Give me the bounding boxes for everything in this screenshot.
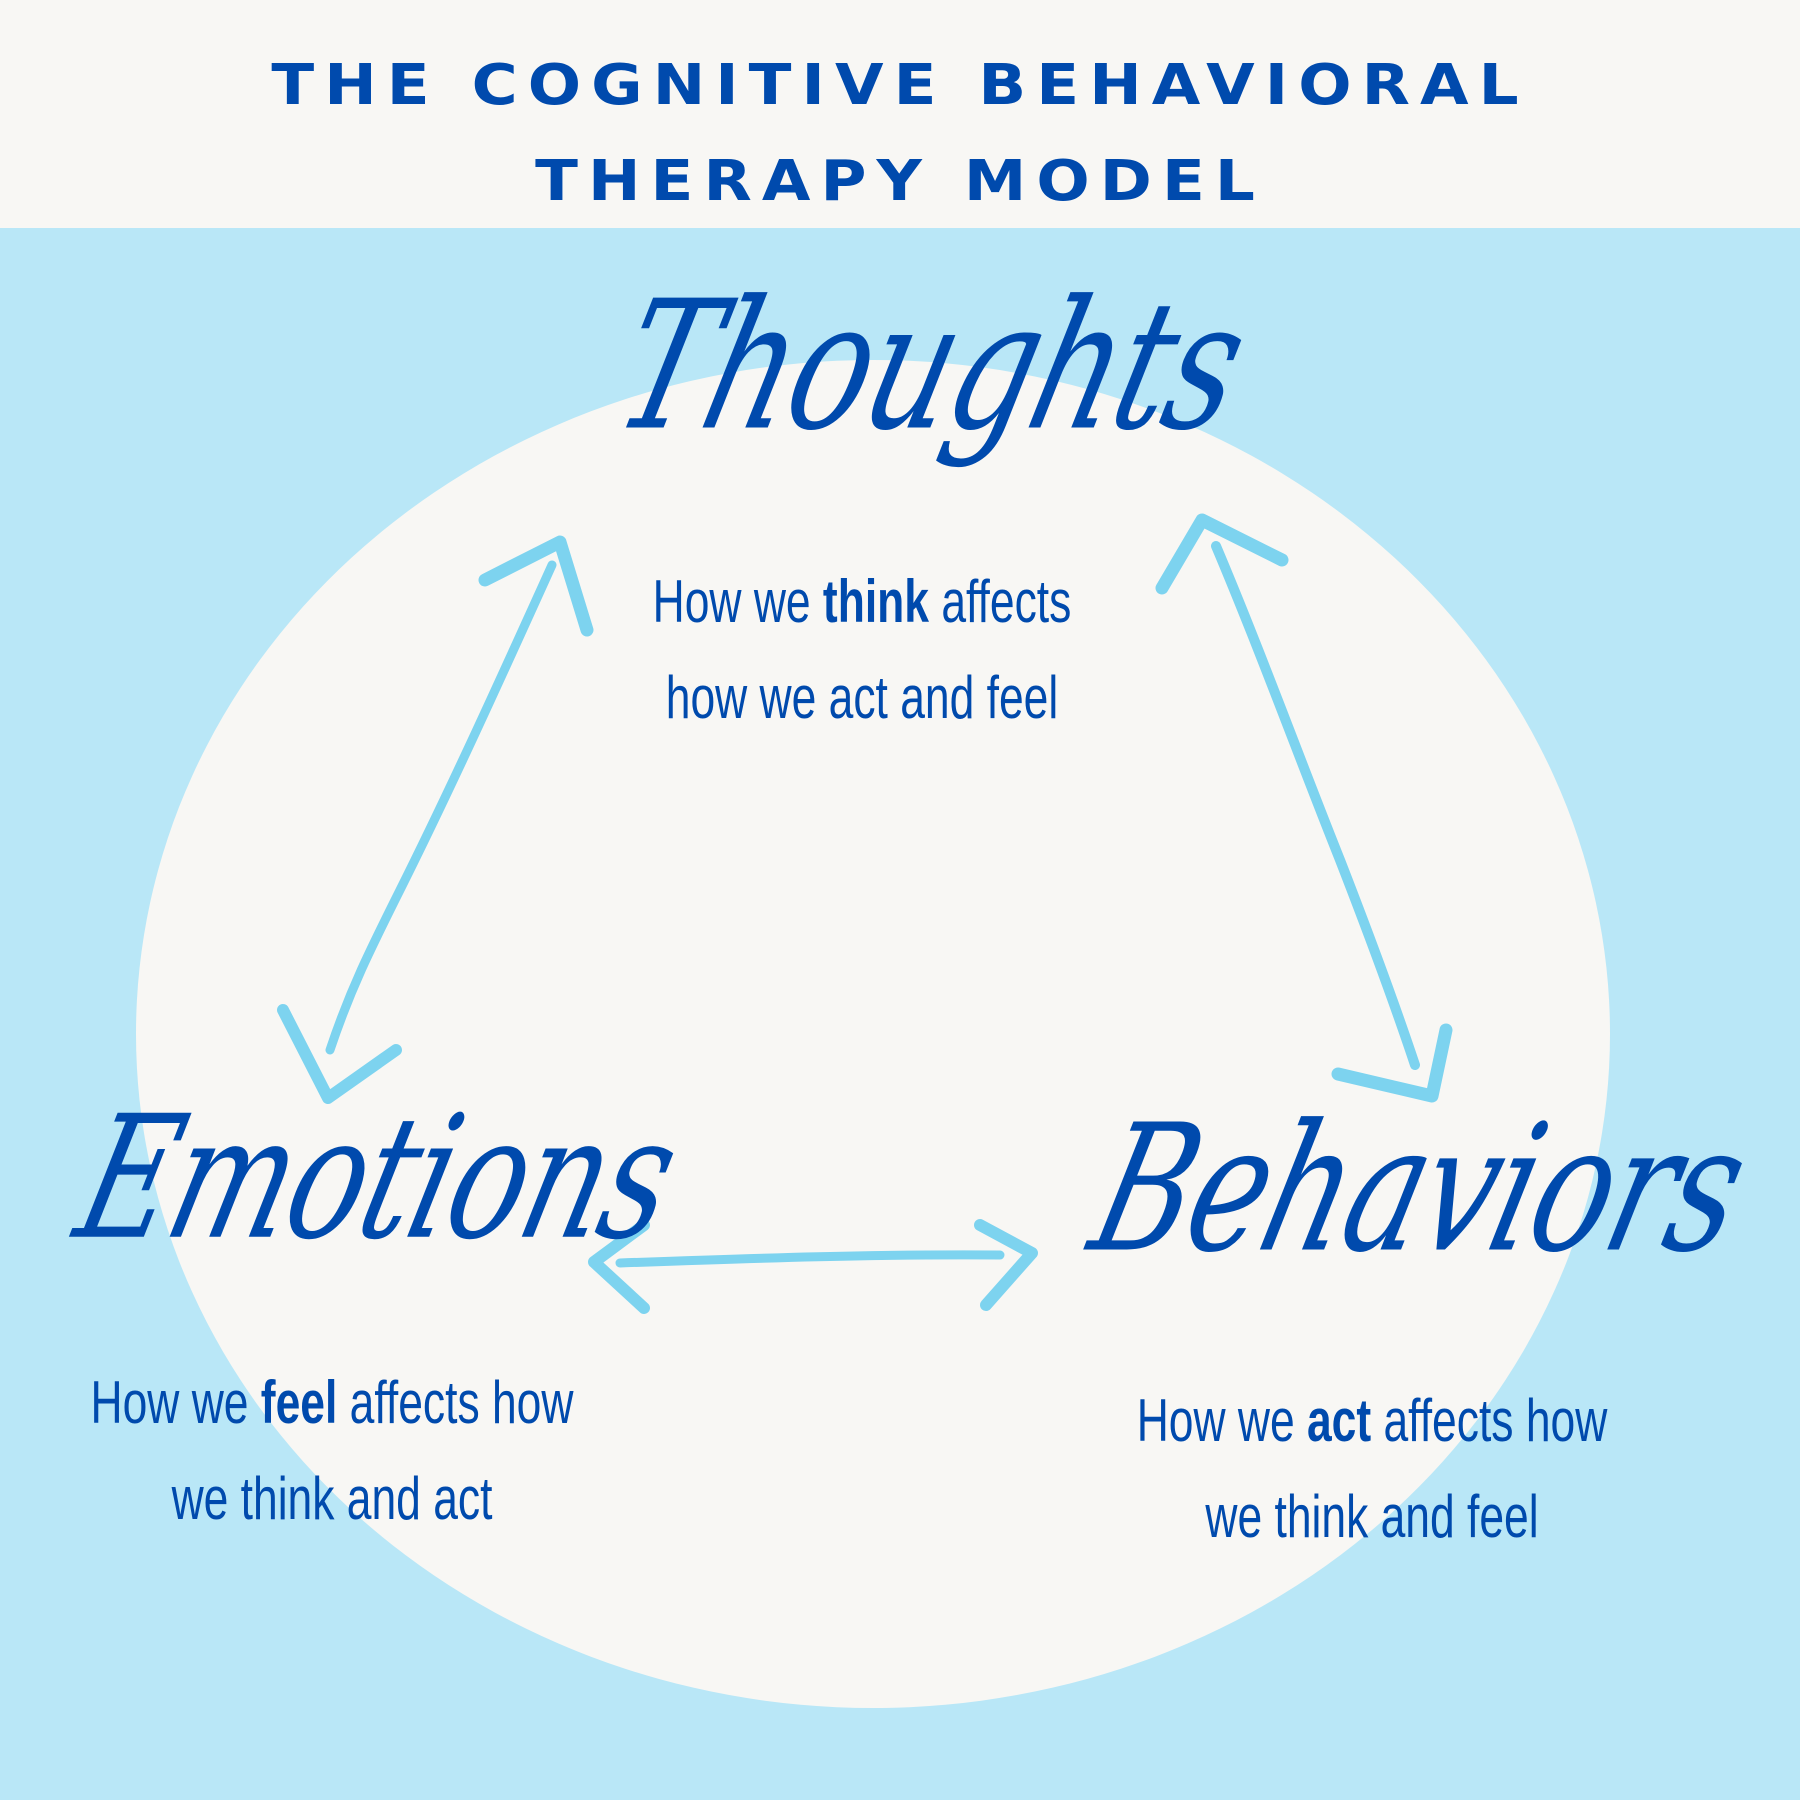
arrowhead-down [1331, 1023, 1453, 1103]
desc-text: affects [928, 568, 1072, 635]
arrow-thoughts-behaviors [1155, 513, 1453, 1103]
arrow-thoughts-emotions [277, 535, 594, 1104]
emotions-description: How we feel affects how we think and act [36, 1355, 628, 1547]
behaviors-desc-line-1: How we act affects how [1076, 1373, 1668, 1469]
emotions-desc-line-1: How we feel affects how [36, 1355, 628, 1451]
arrowhead-left [588, 1219, 650, 1314]
desc-keyword: think [822, 568, 929, 635]
header-band: THE COGNITIVE BEHAVIORAL THERAPY MODEL [0, 0, 1800, 228]
thoughts-desc-line-2: how we act and feel [665, 664, 1059, 731]
title-line-2: THERAPY MODEL [535, 149, 1265, 214]
behaviors-description: How we act affects how we think and feel [1076, 1373, 1668, 1565]
desc-text: How we [90, 1369, 261, 1436]
title-line-1: THE COGNITIVE BEHAVIORAL [271, 53, 1529, 118]
arrow-emotions-behaviors [588, 1219, 1038, 1314]
desc-keyword: act [1306, 1387, 1372, 1454]
behaviors-desc-line-2: we think and feel [1205, 1483, 1539, 1550]
behaviors-title: Behaviors [1074, 1086, 1764, 1292]
desc-keyword: feel [260, 1369, 338, 1436]
desc-text: How we [652, 568, 823, 635]
arrow-shaft [1211, 541, 1420, 1070]
arrowhead-up [478, 535, 594, 637]
emotions-title: Emotions [60, 1078, 695, 1278]
arrowhead-right [974, 1219, 1038, 1311]
background-circle [136, 360, 1610, 1708]
arrow-shaft [325, 560, 557, 1055]
thoughts-title: Thoughts [599, 262, 1264, 471]
emotions-desc-line-2: we think and act [171, 1465, 493, 1532]
thoughts-desc-line-1: How we think affects [566, 554, 1158, 650]
arrow-shaft [615, 1250, 1005, 1268]
arrowhead-up [1155, 513, 1289, 595]
arrowhead-down [277, 1004, 402, 1104]
desc-text: affects how [337, 1369, 574, 1436]
thoughts-description: How we think affects how we act and feel [566, 554, 1158, 746]
desc-text: How we [1136, 1387, 1307, 1454]
page-title: THE COGNITIVE BEHAVIORAL THERAPY MODEL [0, 38, 1800, 230]
desc-text: affects how [1371, 1387, 1608, 1454]
